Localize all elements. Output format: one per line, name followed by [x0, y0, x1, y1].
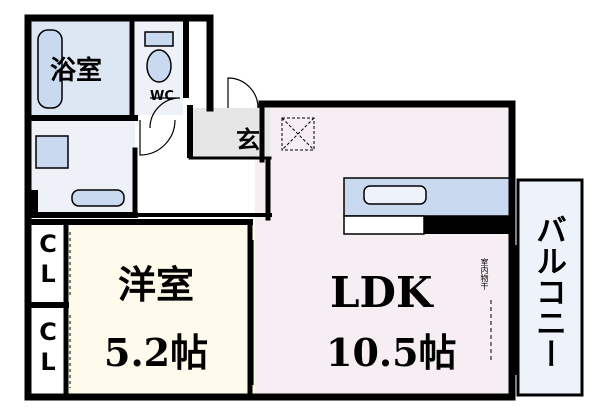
entrance-label: 玄: [236, 125, 260, 154]
entrance-floor: [188, 108, 270, 158]
toilet-icon: [146, 49, 172, 83]
toilet-tank-icon: [144, 31, 174, 47]
wash-door: [139, 119, 176, 156]
walls: [24, 14, 516, 401]
wc-label: WC: [150, 89, 174, 104]
western-room-label: 洋室: [118, 262, 195, 307]
kitchen-partition: [424, 216, 514, 234]
sink-icon: [71, 189, 125, 207]
kitchen-back-wall: [343, 215, 425, 235]
kitchen-sink-icon: [363, 185, 427, 205]
indoor-dryer-label: 室内物干: [480, 258, 489, 290]
closet-bottom-label: CL: [34, 318, 62, 378]
vent-icon: [281, 117, 315, 151]
balcony-area: [516, 178, 584, 397]
western-room-floor: [67, 225, 255, 395]
closet-top-label: CL: [34, 230, 62, 290]
bathtub-icon: [37, 29, 63, 109]
entrance-door: [227, 77, 259, 109]
washing-machine-icon: [35, 135, 69, 169]
balcony-label: バルコニー: [530, 214, 566, 369]
western-room-size: 5.2帖: [104, 330, 209, 375]
ldk-label: LDK: [330, 268, 433, 317]
ldk-floor: [255, 105, 512, 395]
bath-label: 浴室: [50, 56, 103, 86]
wc-door: [149, 97, 181, 129]
ldk-size: 10.5帖: [326, 330, 457, 375]
